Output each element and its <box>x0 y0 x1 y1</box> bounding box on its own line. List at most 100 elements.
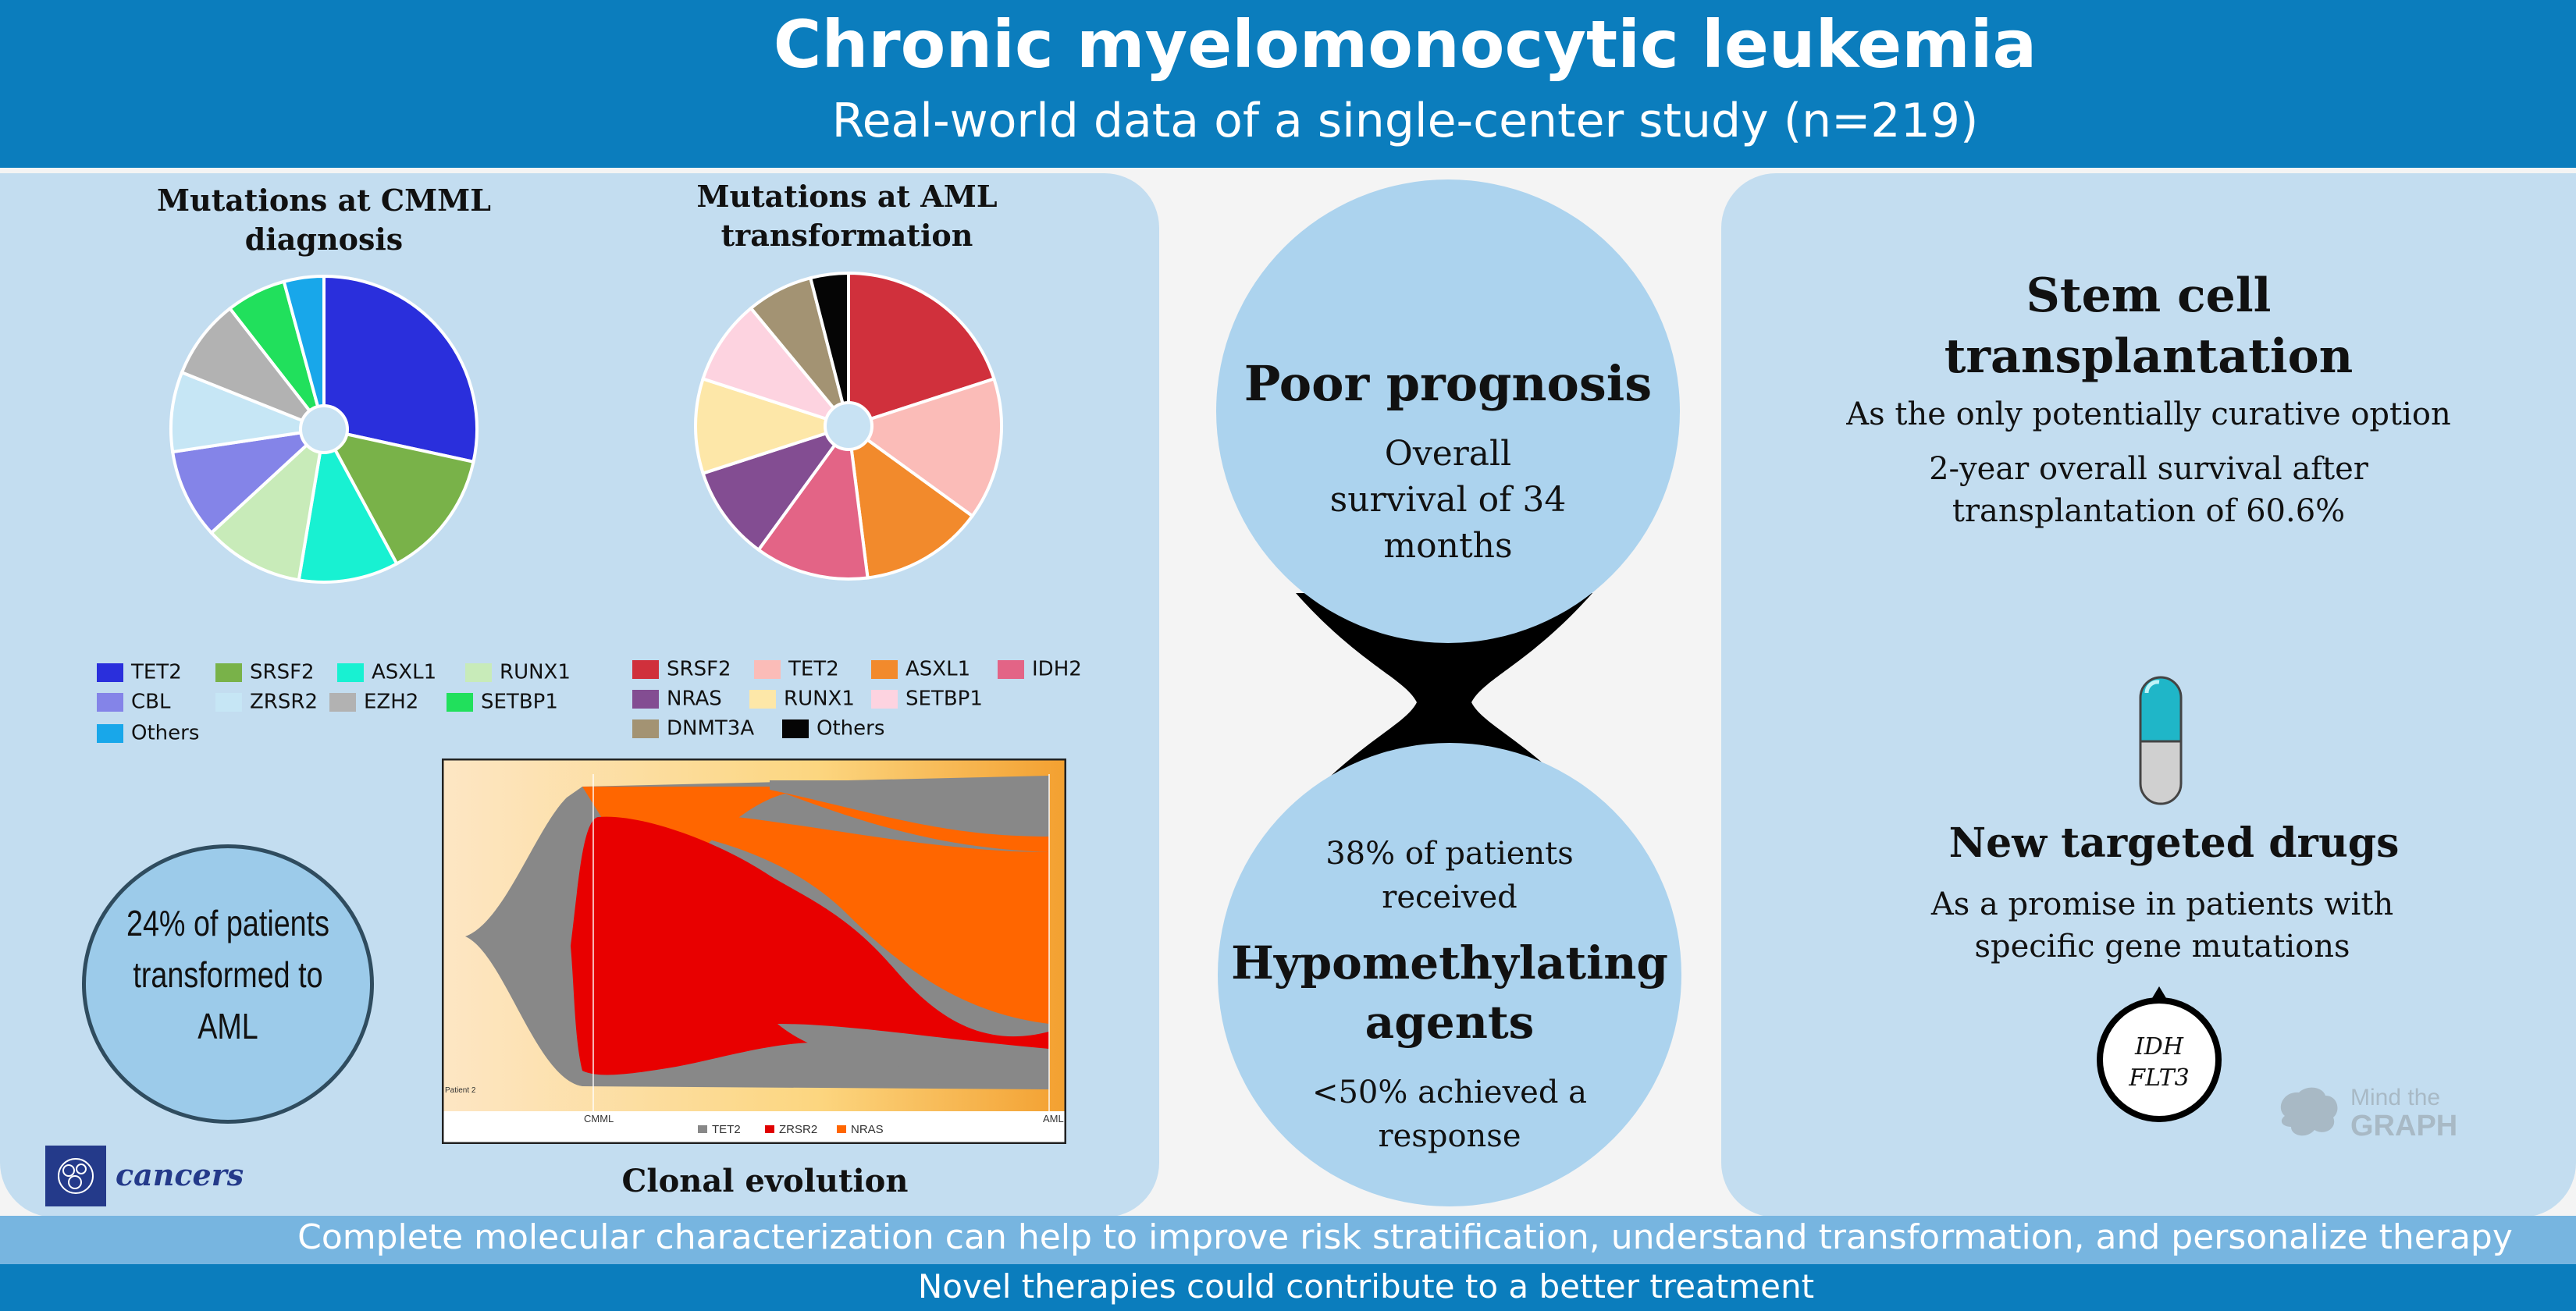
footer-bar-light <box>0 1216 2576 1264</box>
clonal-evolution-caption: Clonal evolution <box>621 1163 909 1199</box>
cmml-legend-label: ASXL1 <box>372 660 437 684</box>
aml-legend-swatch <box>998 659 1024 679</box>
pie-cmml-slice-runx1 <box>208 425 326 582</box>
cmml-legend-label: TET2 <box>131 660 182 684</box>
aml-legend-swatch <box>632 719 659 738</box>
capsule-icon <box>2139 676 2183 805</box>
brain-icon <box>2280 1087 2338 1136</box>
footer-bar-dark <box>0 1264 2576 1311</box>
journal-name: cancers <box>116 1157 244 1192</box>
hma-response-text: <50% achieved a response <box>1311 1075 1588 1154</box>
clonal-legend: TET2 ZRSR2 NRAS <box>698 1123 884 1136</box>
pie-aml-slice-runx1 <box>694 376 854 476</box>
clonal-x-start: CMML <box>584 1113 614 1124</box>
cmml-legend-swatch <box>215 663 242 682</box>
pie-cmml-slice-others <box>282 274 326 430</box>
pie-chart-cmml <box>169 274 479 584</box>
aml-legend-label: Others <box>817 716 885 741</box>
cmml-legend-label: RUNX1 <box>500 660 571 684</box>
aml-legend-swatch <box>754 659 781 679</box>
gene-list: IDH FLT3 <box>2089 1032 2229 1094</box>
journal-logo <box>45 1146 106 1206</box>
cmml-legend-swatch <box>337 663 364 682</box>
cmml-legend-label: SETBP1 <box>481 690 558 714</box>
footer-line2: Novel therapies could contribute to a be… <box>917 1267 1815 1306</box>
pie-cmml-slice-srsf2 <box>321 427 475 567</box>
cmml-legend-swatch <box>97 663 123 682</box>
aml-legend-label: IDH2 <box>1032 657 1082 681</box>
aml-legend-swatch <box>749 689 776 709</box>
clonal-frame <box>442 759 1066 1144</box>
aml-legend-label: RUNX1 <box>784 687 855 711</box>
pie-aml-slice-nras <box>701 423 853 552</box>
pie-cmml-slice-zrsr2 <box>169 370 330 454</box>
clonal-band-tet2-upper <box>770 780 1049 837</box>
cmml-legend-item-tet2: TET2 <box>97 660 182 684</box>
aml-legend-swatch <box>871 659 898 679</box>
watermark-line2: GRAPH <box>2350 1110 2458 1142</box>
cmml-legend-swatch <box>215 692 242 712</box>
transformed-text: 24% of patients transformed to AML <box>126 903 330 1046</box>
drug-text: As a promise in patients with specific g… <box>1930 886 2394 965</box>
poor-prognosis-title: Poor prognosis <box>1244 355 1653 412</box>
hma-circle <box>1218 743 1681 1206</box>
watermark-line1: Mind the <box>2350 1085 2441 1110</box>
clonal-band-tet2-lower <box>777 1024 1049 1089</box>
poor-prognosis-circle <box>1216 179 1680 643</box>
aml-legend-label: ASXL1 <box>906 657 971 681</box>
clonal-legend-zrsr2: ZRSR2 <box>779 1123 817 1136</box>
cmml-legend-swatch <box>329 692 356 712</box>
aml-legend-item-others: Others <box>782 716 885 741</box>
pie-aml-slice-srsf2 <box>847 271 996 428</box>
clonal-axis-strip <box>442 1111 1066 1144</box>
cmml-legend-item-runx1: RUNX1 <box>465 660 571 684</box>
cmml-legend-item-asxl1: ASXL1 <box>337 660 436 684</box>
pie-cmml-center-hole <box>299 404 349 454</box>
gene-flt3: FLT3 <box>2129 1064 2190 1092</box>
cmml-legend-item-zrsr2: ZRSR2 <box>215 690 318 714</box>
aml-legend-label: DNMT3A <box>667 716 755 741</box>
pie-chart-aml <box>694 271 1003 581</box>
sct-survival-text: 2-year overall survival after transplant… <box>1929 451 2368 529</box>
cmml-legend-label: CBL <box>131 690 171 714</box>
aml-legend-item-idh2: IDH2 <box>998 657 1082 681</box>
aml-legend-label: TET2 <box>788 657 839 681</box>
cmml-legend-item-setbp1: SETBP1 <box>447 690 558 714</box>
clonal-legend-nras: NRAS <box>851 1123 884 1136</box>
pie-cmml-title: Mutations at CMML diagnosis <box>157 183 491 257</box>
clonal-legend-swatch-zrsr2 <box>765 1125 774 1133</box>
clonal-evolution-chart: Patient 2 CMML AML TET2 ZRSR2 NRAS <box>442 759 1066 1144</box>
clonal-band-zrsr2 <box>571 816 1049 1075</box>
cmml-legend-swatch <box>465 663 492 682</box>
aml-legend-label: SETBP1 <box>906 687 983 711</box>
cmml-legend-item-ezh2: EZH2 <box>329 690 418 714</box>
cmml-legend-label: SRSF2 <box>250 660 315 684</box>
pie-aml-title: Mutations at AML transformation <box>696 179 998 253</box>
cell-logo-icon <box>58 1158 94 1194</box>
aml-legend-item-dnmt3a: DNMT3A <box>632 716 755 741</box>
pie-cmml-slice-ezh2 <box>180 306 329 433</box>
aml-legend-swatch <box>782 719 809 738</box>
gene-bubble-icon <box>2097 986 2222 1122</box>
clonal-x-end: AML <box>1043 1113 1064 1124</box>
aml-legend-item-asxl1: ASXL1 <box>871 657 971 681</box>
footer-line1: Complete molecular characterization can … <box>297 1217 2513 1257</box>
hma-intro-text: 38% of patients received <box>1325 836 1574 915</box>
page-subtitle: Real-world data of a single-center study… <box>831 94 1979 148</box>
pie-aml-slice-tet2 <box>845 376 1003 519</box>
clonal-patient-label: Patient 2 <box>445 1086 476 1095</box>
clonal-legend-swatch-nras <box>837 1125 846 1133</box>
aml-legend-item-setbp1: SETBP1 <box>871 687 983 711</box>
pie-cmml-slice-cbl <box>170 427 329 535</box>
gene-idh: IDH <box>2134 1033 2184 1061</box>
cmml-legend-label: Others <box>131 721 200 745</box>
pie-aml-slice-idh2 <box>756 421 870 581</box>
transformed-circle <box>82 844 374 1124</box>
aml-legend-swatch <box>871 689 898 709</box>
header-bar <box>0 0 2576 168</box>
aml-legend-item-runx1: RUNX1 <box>749 687 855 711</box>
page-title: Chronic myelomonocytic leukemia <box>773 6 2037 83</box>
aml-legend-item-nras: NRAS <box>632 687 722 711</box>
pie-cmml-slice-asxl1 <box>297 424 399 584</box>
aml-legend-label: NRAS <box>667 687 722 711</box>
